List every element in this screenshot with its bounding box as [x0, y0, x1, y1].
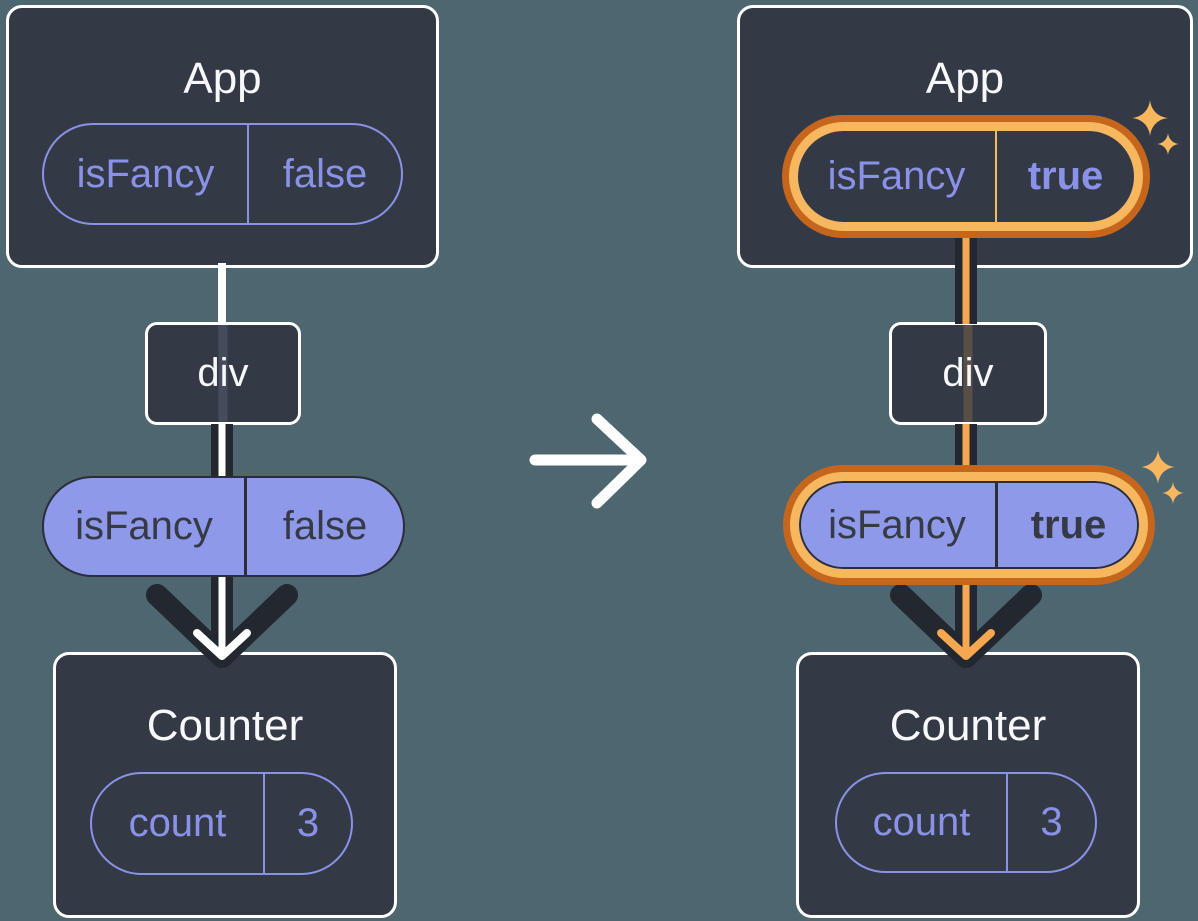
flow-line-core [962, 230, 970, 324]
component-title: Counter [889, 701, 1047, 750]
sparkle-icon [1141, 450, 1175, 484]
sparkle-icon [1162, 482, 1184, 504]
component-title: div [197, 351, 249, 395]
div-component-card-after: div [889, 322, 1047, 425]
flow-stripe [218, 325, 228, 422]
app-prop-pill-before: isFancy false [42, 123, 403, 225]
passed-prop-pill-after: isFancy true [790, 472, 1148, 578]
prop-name: isFancy [798, 131, 997, 222]
prop-value: false [282, 151, 368, 196]
transition-arrow-icon [529, 413, 647, 509]
prop-flow-line-div-to-prop-after [955, 424, 977, 479]
prop-flow-line-app-to-div-after [955, 230, 977, 324]
prop-flow-line-div-to-prop-before [211, 424, 233, 479]
prop-value: true [1027, 154, 1104, 198]
component-title: Counter [146, 701, 304, 750]
prop-value: true [1030, 502, 1107, 547]
app-prop-pill-after: isFancy true [789, 122, 1143, 231]
sparkle-icon [1157, 133, 1179, 155]
counter-state-pill-after: count 3 [835, 772, 1097, 873]
flow-stripe [963, 325, 973, 422]
component-title: App [183, 54, 262, 103]
component-title: App [925, 54, 1005, 103]
prop-flow-line-app-to-div-before [218, 263, 226, 324]
state-value: 3 [1040, 800, 1063, 844]
state-name: count [92, 774, 265, 873]
prop-flow-arrow-before [146, 560, 298, 668]
prop-name: isFancy [44, 478, 247, 575]
state-value: 3 [296, 801, 320, 845]
prop-name: isFancy [44, 125, 249, 223]
prop-flow-arrow-after [890, 560, 1042, 668]
state-name: count [837, 774, 1008, 871]
counter-component-card-before: Counter [53, 652, 397, 918]
passed-prop-pill-before: isFancy false [42, 476, 405, 577]
sparkle-icon [1132, 100, 1168, 136]
counter-state-pill-before: count 3 [90, 772, 353, 875]
component-title: div [942, 351, 994, 395]
div-component-card-before: div [145, 322, 301, 425]
flow-line-core [218, 424, 226, 479]
prop-name: isFancy [799, 481, 998, 569]
flow-line-core [962, 424, 970, 479]
prop-value: false [282, 504, 368, 548]
